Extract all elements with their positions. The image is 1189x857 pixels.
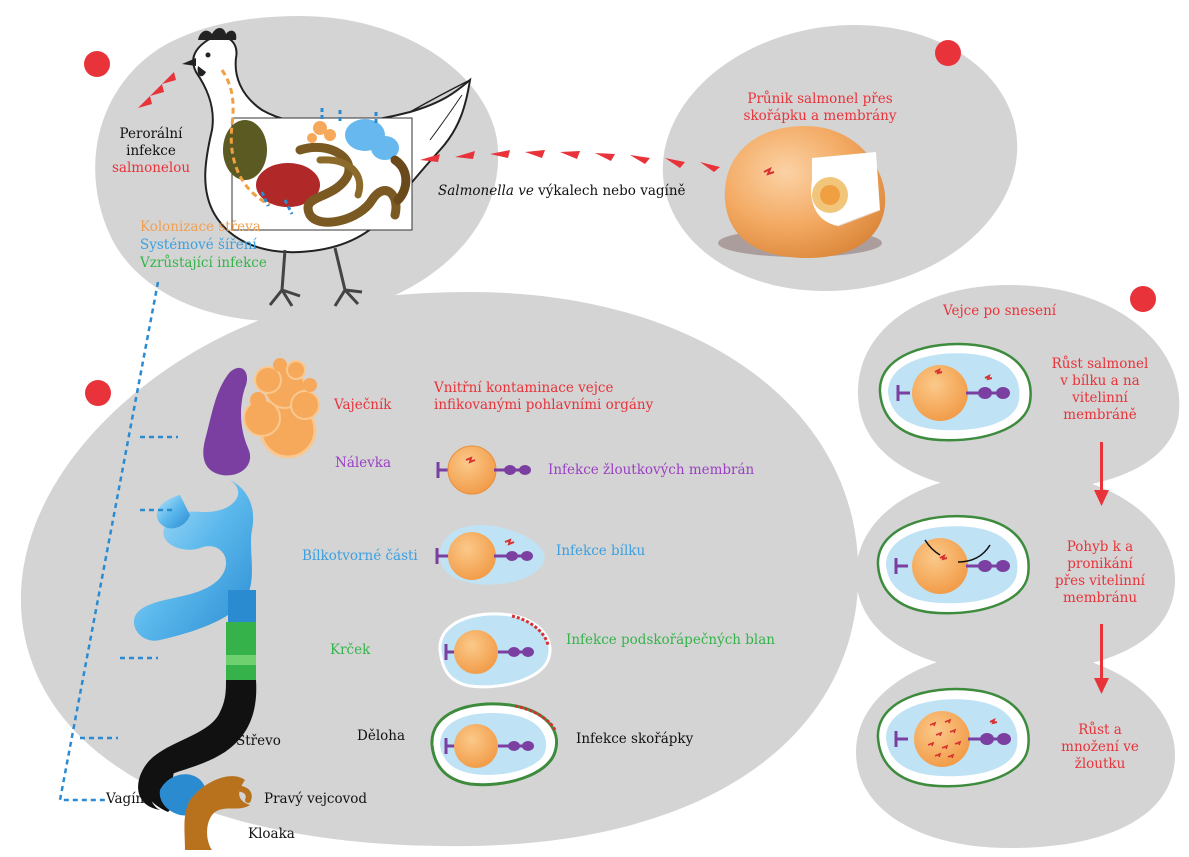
red-dot-marker — [1130, 286, 1156, 312]
after-laying-step2: Pohyb k a pronikání přes vitelinní membr… — [1040, 539, 1160, 607]
gut-colonization-label: Kolonizace střeva — [140, 219, 261, 236]
intestine-label: Střevo — [236, 733, 281, 750]
feces-vagina-label: Salmonella ve výkalech nebo vagíně — [438, 183, 686, 200]
after-laying-title: Vejce po snesení — [943, 303, 1056, 320]
red-dot-marker — [84, 51, 110, 77]
uterus-label: Děloha — [357, 728, 405, 745]
oral-infection-label: Perorální infekce salmonelou — [96, 126, 206, 177]
egg-penetration-label: Průnik salmonel přes skořápku a membrány — [720, 91, 920, 125]
ovary-label: Vaječník — [334, 397, 392, 414]
cloaca-label: Kloaka — [248, 826, 295, 843]
egg-icon — [440, 614, 550, 687]
egg-icon — [878, 689, 1029, 786]
egg-icon — [878, 516, 1029, 613]
egg-icon — [432, 704, 557, 785]
vitelline-infection-label: Infekce žloutkových membrán — [548, 462, 754, 479]
right-oviduct-label: Pravý vejcovod — [264, 791, 367, 808]
egg-icon — [880, 344, 1031, 440]
after-laying-step3: Růst a množení ve žloutku — [1040, 722, 1160, 773]
vagina-label: Vagína — [106, 791, 152, 808]
systemic-spread-label: Systémové šíření — [140, 237, 257, 254]
shell-membrane-infection-label: Infekce podskořápečných blan — [566, 632, 775, 649]
internal-contamination-label: Vnitřní kontaminace vejce infikovanými p… — [434, 380, 653, 414]
albumen-infection-label: Infekce bílku — [556, 543, 645, 560]
infundibulum-label: Nálevka — [335, 455, 391, 472]
after-laying-step1: Růst salmonel v bílku a na vitelinní mem… — [1040, 356, 1160, 424]
ascending-infection-label: Vzrůstající infekce — [140, 255, 267, 272]
red-dot-marker — [85, 380, 111, 406]
red-dot-marker — [935, 40, 961, 66]
shell-infection-label: Infekce skořápky — [576, 731, 693, 748]
magnum-label: Bílkotvorné části — [302, 548, 418, 565]
isthmus-label: Krček — [330, 642, 370, 659]
